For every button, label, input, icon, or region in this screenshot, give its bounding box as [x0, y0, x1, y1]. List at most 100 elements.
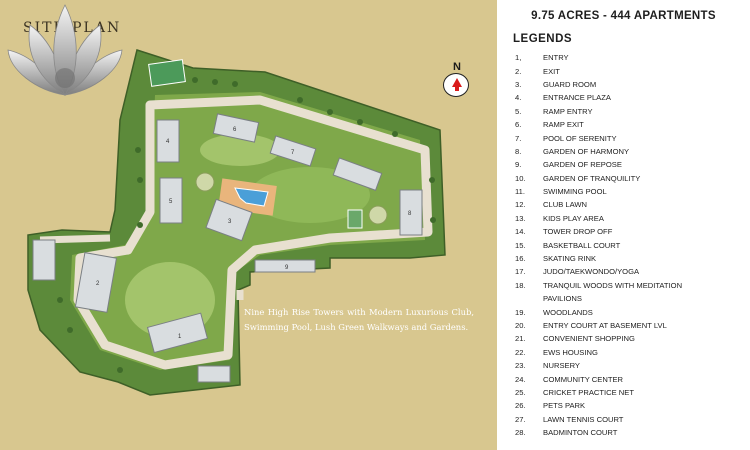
site-plan-drawing: 1 2 3 4 5 6 7 8 9 — [27, 49, 446, 396]
tower-label-3: 3 — [228, 219, 232, 225]
legend-item-number: 4. — [515, 93, 522, 103]
legend-item-label: LAWN TENNIS COURT — [543, 414, 624, 424]
legend-item: 28. BADMINTON COURT — [515, 426, 743, 439]
legend-item-number: 28. — [515, 428, 526, 438]
legend-item-label: TOWER DROP OFF — [543, 227, 613, 237]
legend-item-number: 25. — [515, 387, 526, 397]
legend-item-number: 8. — [515, 146, 522, 156]
legend-item-number: 7. — [515, 133, 522, 143]
legend-item-number: 1, — [515, 53, 522, 63]
legend-item-label: SWIMMING POOL — [543, 187, 607, 197]
legend-item-label: EXIT — [543, 66, 560, 76]
legend-item-label: CLUB LAWN — [543, 200, 588, 210]
legend-item-number: 21. — [515, 334, 526, 344]
tower-label-1: 1 — [178, 334, 182, 340]
legend-item-label: BASKETBALL COURT — [543, 240, 621, 250]
tower-7 — [269, 135, 317, 167]
project-summary: 9.75 ACRES - 444 APARTMENTS — [531, 10, 716, 22]
legend-item-number: 20. — [515, 321, 526, 330]
tower-label-6: 6 — [233, 127, 237, 133]
tower-6 — [212, 113, 260, 143]
garden-of-tranquility — [195, 172, 215, 192]
tower-3 — [205, 198, 253, 242]
legend-item-number: 15. — [515, 240, 526, 250]
tower-label-8: 8 — [408, 211, 412, 217]
ring-road — [73, 95, 433, 370]
legend-item-label: KIDS PLAY AREA — [543, 213, 604, 223]
legend-item: 16. SKATING RINK — [515, 252, 743, 265]
compass-label: N — [453, 61, 461, 73]
lotus-logo-icon — [7, 4, 123, 96]
legend-item-label: POOL OF SERENITY — [543, 133, 617, 143]
tree-line — [57, 77, 436, 373]
compass-ring — [443, 73, 469, 97]
legend-panel: 9.75 ACRES - 444 APARTMENTS LEGENDS 1,EN… — [497, 0, 750, 450]
legend-item: 4.ENTRANCE PLAZA — [515, 91, 743, 104]
legend-item-number: 17. — [515, 267, 526, 277]
tower-label-2: 2 — [96, 281, 100, 287]
legend-item-number: 23. — [515, 361, 526, 371]
towers — [74, 113, 423, 354]
legend-item-label: BADMINTON COURT — [543, 428, 618, 438]
legend-item: 21.CONVENIENT SHOPPING — [515, 332, 743, 345]
legend-item: 18. TRANQUIL WOODS WITH MEDITATION — [515, 279, 743, 292]
legend-item: 15. BASKETBALL COURT — [515, 238, 743, 251]
legend-item-label: GARDEN OF TRANQUILITY — [543, 173, 641, 183]
legend-item: 17. JUDO/TAEKWONDO/YOGA — [515, 265, 743, 278]
legend-item: 8. GARDEN OF HARMONY — [515, 145, 743, 158]
legend-item-label: PETS PARK — [543, 401, 586, 411]
tower-label-9: 9 — [285, 265, 289, 271]
legend-item: 7. POOL OF SERENITY — [515, 131, 743, 144]
basketball-court — [347, 209, 363, 229]
north-compass-icon: N — [443, 61, 471, 101]
tower-2 — [74, 252, 118, 313]
tower-1 — [146, 312, 209, 354]
tower-5 — [159, 177, 183, 224]
tower-label-4: 4 — [166, 139, 170, 145]
legend-item-number: 16. — [515, 254, 526, 264]
legend-item: 23.NURSERY — [515, 359, 743, 372]
tower-4 — [156, 119, 180, 163]
legend-item: 10. GARDEN OF TRANQUILITY — [515, 172, 743, 185]
legend-item-label: TRANQUIL WOODS WITH MEDITATION — [543, 280, 683, 290]
legend-item-label: SKATING RINK — [543, 254, 597, 264]
legend-item-number: 5. — [515, 106, 522, 116]
legend-item: 6.RAMP EXIT — [515, 118, 743, 131]
legend-item: 14. TOWER DROP OFF — [515, 225, 743, 238]
legend-item-number: 3. — [515, 79, 522, 89]
legend-item: 26. PETS PARK — [515, 399, 743, 412]
woodlands — [250, 167, 370, 223]
legend-item-label: ENTRY — [543, 53, 569, 63]
legend-item-label: GARDEN OF REPOSE — [543, 160, 622, 170]
legend-item-label: WOODLANDS — [543, 307, 593, 317]
legend-item: 2.EXIT — [515, 64, 743, 77]
tower-label-7: 7 — [291, 150, 295, 156]
legend-item-number: 14. — [515, 227, 526, 237]
legend-item: 13. KIDS PLAY AREA — [515, 212, 743, 225]
legend-item-label: GARDEN OF HARMONY — [543, 146, 630, 156]
site-description: Nine High Rise Towers with Modern Luxuri… — [244, 307, 474, 332]
legend-item-number: 26. — [515, 401, 526, 411]
legend-item: 9. GARDEN OF REPOSE — [515, 158, 743, 171]
swimming-pool — [234, 187, 269, 207]
legend-item-label: CRICKET PRACTICE NET — [543, 387, 634, 397]
tower-8 — [332, 157, 383, 191]
legend-item-number: 11. — [515, 187, 525, 197]
legend-item-label: JUDO/TAEKWONDO/YOGA — [543, 267, 640, 277]
legend-item-number: 13. — [515, 213, 526, 223]
legend-item-number: 22. — [515, 347, 526, 357]
legend-item-number: 10. — [515, 173, 526, 183]
legend-item: 20.ENTRY COURT AT BASEMENT LVL — [515, 319, 743, 332]
legend-item-number: 9. — [515, 160, 522, 170]
legend-item: 25. CRICKET PRACTICE NET — [515, 386, 743, 399]
legend-item: 24.COMMUNITY CENTER — [515, 372, 743, 385]
legend-item: 11. SWIMMING POOL — [515, 185, 743, 198]
legend-item: 22.EWS HOUSING — [515, 346, 743, 359]
legend-item-number: 18. — [515, 280, 526, 290]
north-arrow-icon — [452, 78, 462, 87]
tower-9 — [399, 189, 423, 236]
legend-item: PAVILIONS — [515, 292, 743, 305]
ews-housing — [32, 239, 56, 281]
legend-item-label: COMMUNITY CENTER — [543, 374, 624, 384]
